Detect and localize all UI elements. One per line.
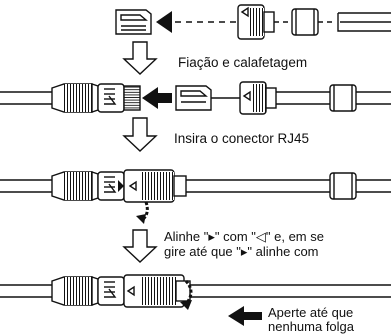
cable-nut-icon <box>237 4 275 40</box>
step4-assembly <box>0 274 391 326</box>
rj45-plug-icon <box>175 85 212 111</box>
step3-assembly <box>0 169 391 224</box>
step-tighten-label-line1: Aperte até que <box>268 305 354 320</box>
step-tighten-label-line2: nenhuma folga <box>268 319 355 334</box>
cable-nut-icon <box>123 274 191 308</box>
step-insert-label: Insira o conector RJ45 <box>174 131 310 146</box>
rotate-arrow-icon <box>141 201 149 222</box>
cable-nut-icon <box>123 169 187 203</box>
seal-ring-icon <box>291 8 319 36</box>
exploded-parts-row <box>115 4 391 40</box>
push-arrow-icon <box>228 306 262 326</box>
step-wiring-label: Fiação e calafetagem <box>178 55 308 70</box>
camera-connector-housing <box>51 83 141 113</box>
rotate-arrow-icon <box>184 279 193 305</box>
cable-nut-icon <box>239 81 277 115</box>
down-arrow-icon <box>122 229 158 263</box>
left-arrow-icon <box>142 87 172 109</box>
seal-ring-icon <box>329 84 357 112</box>
left-arrow-icon <box>156 11 172 33</box>
step-align-label-line1: Alinhe "▸" com "◁" e, em se <box>164 229 324 244</box>
camera-connector-housing <box>51 276 125 306</box>
down-arrow-icon <box>122 117 158 152</box>
step2-assembly <box>0 81 391 115</box>
camera-connector-housing <box>51 171 125 201</box>
seal-ring-icon <box>329 172 357 200</box>
step-align-label-line2: gire até que "▸" alinhe com <box>164 244 319 259</box>
down-arrow-icon <box>122 41 158 75</box>
rj45-plug-icon <box>115 9 152 35</box>
